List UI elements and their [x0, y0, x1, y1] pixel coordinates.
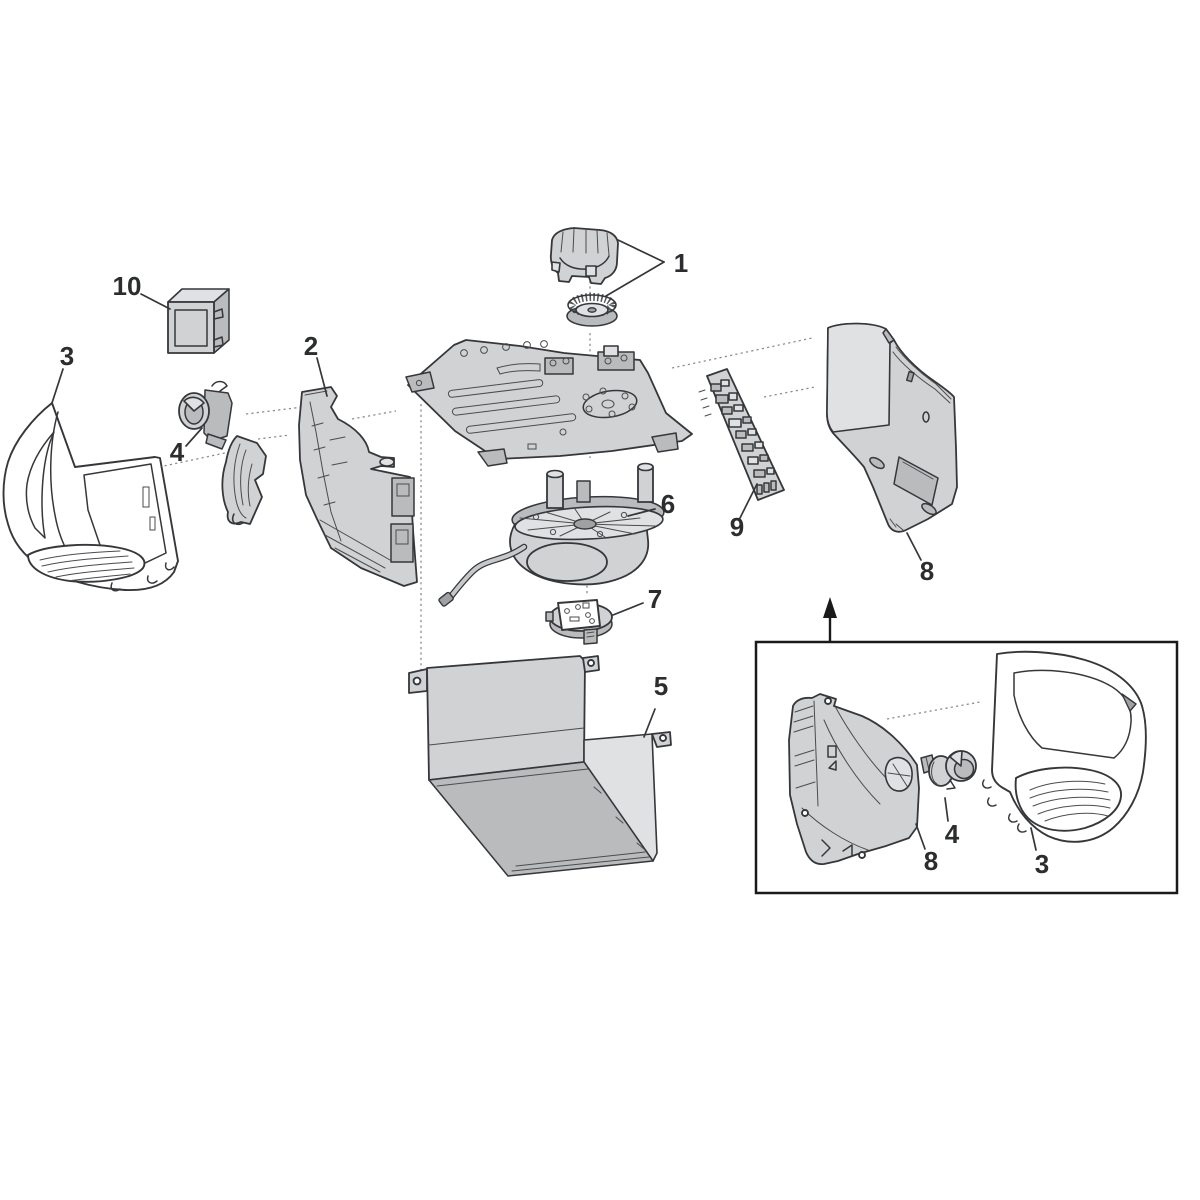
part-4-light-socket [178, 380, 233, 450]
callout-3: 3 [60, 341, 74, 371]
reflector-bracket [221, 435, 267, 526]
inset-part-4-socket-bulb [920, 750, 977, 790]
part-10-transformer [167, 288, 230, 354]
chassis-plate [405, 339, 693, 467]
callout-6: 6 [661, 489, 675, 519]
part-7-sensor-assembly [545, 599, 613, 645]
callout-1: 1 [674, 248, 688, 278]
callout-2: 2 [304, 331, 318, 361]
callout-5: 5 [654, 671, 668, 701]
inset-part-3-light-lens [981, 650, 1147, 843]
part-2-side-panel [298, 386, 418, 587]
part-1-motor-end-cover [549, 227, 619, 285]
chassis-mount-brackets [544, 345, 635, 375]
part-8-end-panel [826, 322, 958, 533]
inset-detail-box: 8 4 3 [754, 597, 1179, 895]
callout-8: 8 [920, 556, 934, 586]
callout-10: 10 [113, 271, 142, 301]
inset-callout-8: 8 [924, 846, 938, 876]
inset-callout-3: 3 [1035, 849, 1049, 879]
callout-4: 4 [170, 437, 185, 467]
inset-callout-4: 4 [945, 819, 960, 849]
part-6-motor-assembly [438, 462, 665, 607]
motor-wire [438, 543, 528, 607]
part-3-light-lens [2, 402, 179, 592]
up-arrow-icon [823, 597, 837, 618]
callouts: 1 2 3 4 5 6 7 8 9 10 [51, 239, 934, 738]
callout-9: 9 [730, 512, 744, 542]
callout-7: 7 [648, 584, 662, 614]
inset-callouts: 8 4 3 [915, 797, 1049, 879]
part-9-logic-board [698, 368, 785, 501]
alignment-guide-lines [116, 281, 816, 670]
part-5-bottom-cover [408, 655, 672, 877]
inset-part-8-end-panel [788, 693, 920, 866]
part-1-drive-pulley [566, 293, 618, 327]
